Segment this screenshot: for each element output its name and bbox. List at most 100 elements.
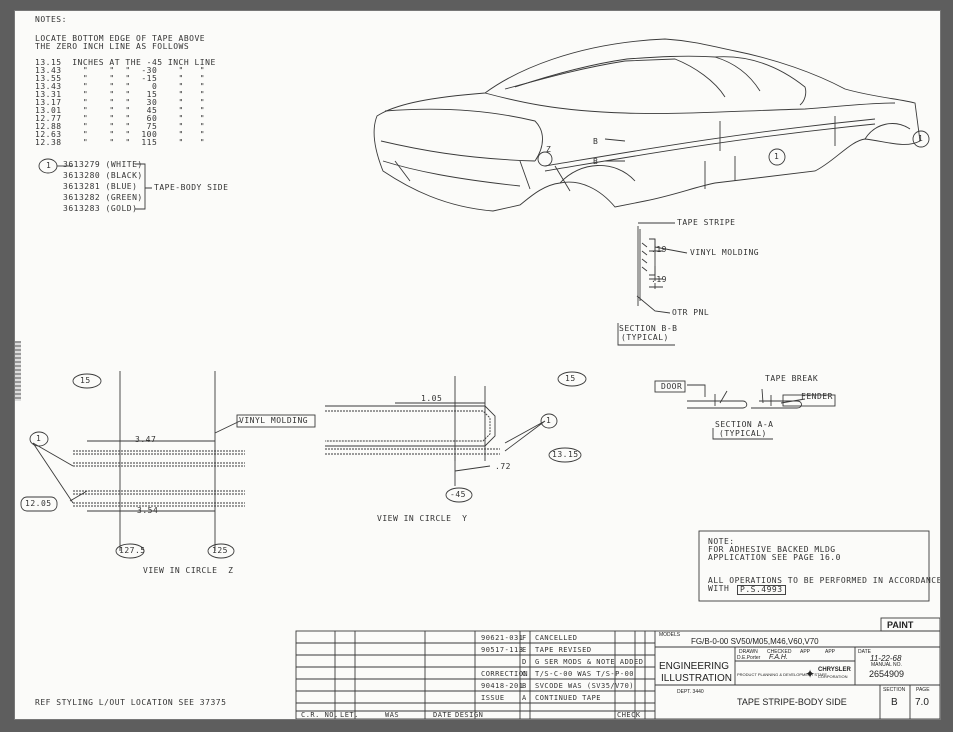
checked-initials: F.A.H.: [769, 654, 788, 661]
car-outline: [373, 38, 930, 212]
section-value: B: [891, 697, 898, 708]
notes-row: 13.43 " " " -30 " ": [35, 66, 206, 75]
rev-ref: 90621-031: [481, 634, 524, 642]
rev-ref: ISSUE: [481, 694, 505, 702]
notes-row: 13.01 " " " 45 " ": [35, 106, 206, 115]
notes-title: NOTES:: [35, 15, 67, 24]
parts-bracket: [38, 158, 152, 210]
dept-name: ENGINEERING: [659, 661, 730, 672]
drawn-label: DRAWN: [739, 649, 758, 655]
section-bb-graphic: [617, 222, 688, 346]
section-label: SECTION: [883, 687, 906, 693]
footer-col: C.R. NO.: [301, 711, 339, 719]
part-number: 3613280 (BLACK): [63, 171, 143, 180]
label-vinyl-molding: VINYL MOLDING: [239, 416, 309, 425]
planning-staff: PRODUCT PLANNING & DEVELOPMENT STAFF: [737, 672, 827, 677]
rev-text: G SER MODS & NOTE ADDED: [535, 658, 644, 666]
tag-15: 15: [565, 374, 576, 383]
dept-name: ILLUSTRATION: [661, 673, 732, 684]
circle-z-label: Z: [546, 145, 552, 154]
rev-ref: 90418-201: [481, 682, 524, 690]
view-z-graphic: [32, 371, 245, 551]
app-label: APP: [825, 649, 836, 655]
notes-row: 12.77 " " " 60 " ": [35, 114, 206, 123]
notes-instruction-1: LOCATE BOTTOM EDGE OF TAPE ABOVE: [35, 34, 206, 43]
checked-label: CHECKED: [767, 649, 792, 655]
rev-text: SVCODE WAS (SV35/V70): [535, 682, 635, 690]
footer-col: WAS: [385, 711, 400, 719]
caption-view-y: VIEW IN CIRCLE Y: [377, 514, 468, 523]
ref-styling-line: REF STYLING L/OUT LOCATION SEE 37375: [35, 698, 227, 707]
car-callout: 1: [774, 152, 780, 161]
rev-letter: C: [522, 670, 527, 678]
brand-corp: CORPORATION: [818, 674, 848, 679]
label-vinyl-molding: VINYL MOLDING: [690, 248, 760, 257]
section-aa-graphic: [687, 384, 806, 440]
label-door: DOOR: [661, 382, 683, 391]
dim-347: 3.47: [135, 435, 157, 444]
car-callout: 1: [918, 134, 924, 143]
parts-callout: 1: [46, 161, 52, 170]
label-tape-break: TAPE BREAK: [765, 374, 819, 383]
footer-col: DATE: [433, 711, 452, 719]
title-block-grid: [295, 617, 940, 719]
rev-text: CANCELLED: [535, 634, 578, 642]
pentastar-logo: ✦: [805, 667, 816, 681]
label-fender: FENDER: [801, 392, 833, 401]
date-label: DATE: [858, 649, 871, 655]
manual-no-value: 2654909: [869, 669, 905, 679]
paint-label: PAINT: [887, 620, 914, 630]
notes-row: 13.43 " " " 0 " ": [35, 82, 206, 91]
rev-letter: B: [522, 682, 527, 690]
parts-group-label: TAPE-BODY SIDE: [154, 183, 229, 192]
drawn-name: D.E.Porter: [737, 655, 761, 661]
dim-072: .72: [495, 462, 511, 471]
rev-letter: F: [522, 634, 527, 642]
rev-letter: D: [522, 658, 527, 666]
label-otr-pnl: OTR PNL: [672, 308, 710, 317]
note-line-prefix: WITH: [708, 584, 730, 593]
dim-019: .19: [651, 245, 667, 254]
view-y-graphic: [325, 376, 546, 486]
section-bb-subtitle: (TYPICAL): [621, 333, 669, 342]
notes-row: 12.38 " " " 115 " ": [35, 138, 206, 147]
note-line: ALL OPERATIONS TO BE PERFORMED IN ACCORD…: [708, 576, 941, 585]
section-aa-title: SECTION A-A: [715, 420, 774, 429]
dim-105: 1.05: [421, 394, 443, 403]
drawing-title: TAPE STRIPE-BODY SIDE: [737, 697, 847, 707]
part-number: 3613282 (GREEN): [63, 193, 143, 202]
drawing-sheet: NOTES: LOCATE BOTTOM EDGE OF TAPE ABOVE …: [14, 10, 941, 720]
note-line: APPLICATION SEE PAGE 16.0: [708, 553, 841, 562]
section-b-marker: B: [593, 157, 599, 166]
rev-letter: E: [522, 646, 527, 654]
notes-row: 12.63 " " " 100 " ": [35, 130, 206, 139]
section-b-marker: B: [593, 137, 599, 146]
note-ps-ref: P.S.4993: [737, 585, 786, 595]
notes-row: 13.31 " " " 15 " ": [35, 90, 206, 99]
part-number: 3613281 (BLUE): [63, 182, 138, 191]
footer-col: LET.: [340, 711, 359, 719]
tag-125: 125: [212, 546, 228, 555]
section-bb-title: SECTION B-B: [619, 324, 678, 333]
caption-view-z: VIEW IN CIRCLE Z: [143, 566, 234, 575]
app-label: APP: [800, 649, 811, 655]
note-title: NOTE:: [708, 537, 735, 546]
label-tape-stripe: TAPE STRIPE: [677, 218, 736, 227]
scan-edge: [15, 341, 21, 401]
page-label: PAGE: [916, 687, 930, 693]
rev-text: CONTINUED TAPE: [535, 694, 602, 702]
note-box-border: [698, 530, 930, 602]
tag-127-5: 127.5: [119, 546, 146, 555]
notes-instruction-2: THE ZERO INCH LINE AS FOLLOWS: [35, 42, 190, 51]
tag-15: 15: [80, 376, 91, 385]
rev-text: TAPE REVISED: [535, 646, 592, 654]
notes-row: 13.17 " " " 30 " ": [35, 98, 206, 107]
view-y-callout: 1: [546, 416, 552, 425]
tag-13-15: 13.15: [552, 450, 579, 459]
footer-col: DESIGN: [455, 711, 484, 719]
models-label: MODELS: [659, 632, 681, 638]
dim-1205: 12.05: [25, 499, 52, 508]
dim-354: 3.54: [137, 506, 159, 515]
footer-col: CHECK: [617, 711, 641, 719]
date-value: 11-22-68: [870, 654, 902, 663]
